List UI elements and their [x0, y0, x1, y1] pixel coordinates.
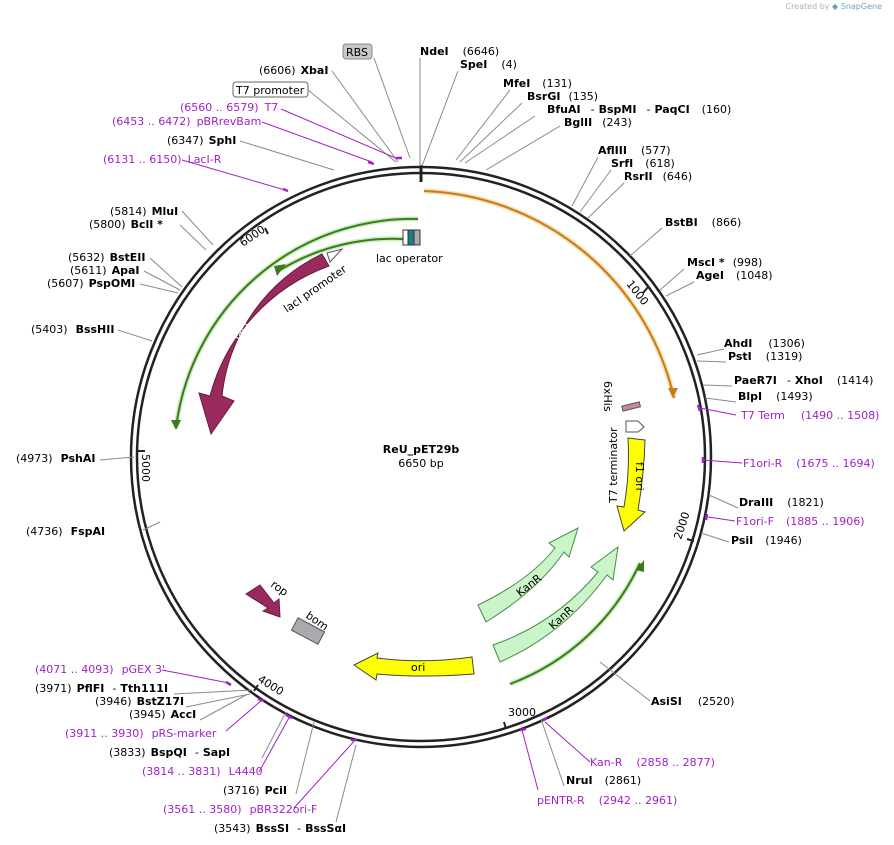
f1-ori-arrow [616, 437, 647, 532]
primer-F1ori-F: F1ori-F(1885 .. 1906) [736, 515, 865, 528]
ori-label: ori [411, 661, 425, 674]
credit-prefix: Created by [785, 2, 830, 11]
primer-marks [225, 156, 709, 742]
tick-label-6000: 6000 [237, 223, 267, 250]
primer-F1ori-R: F1ori-R(1675 .. 1694) [743, 457, 875, 470]
site-AgeI: AgeI(1048) [696, 269, 773, 282]
tick-label-5000: 5000 [139, 454, 152, 482]
site-BclI: (5800)BclI * [89, 218, 163, 231]
his6-label: 6xHis [601, 381, 614, 412]
plasmid-name: ReU_pET29b [383, 443, 460, 456]
site-SrfI: SrfI(618) [611, 157, 675, 170]
primer-pBR322ori-F: (3561 .. 3580)pBR322ori-F [163, 803, 317, 816]
tick-label-1000: 1000 [624, 278, 651, 308]
site-NruI: NruI(2861) [566, 774, 641, 787]
site-PaeR7I: PaeR7I-XhoI(1414) [734, 374, 873, 387]
site-MluI: (5814)MluI [110, 205, 178, 218]
site-BstBI: BstBI(866) [665, 216, 741, 229]
rop-label: rop [268, 578, 290, 599]
tick-marks [138, 227, 695, 730]
lac-operator-box [402, 229, 421, 246]
site-MfeI: MfeI(131) [503, 77, 572, 90]
site-BfuAI: BfuAI-BspMI-PaqCI(160) [547, 103, 731, 116]
t7-terminator-label: T7 terminator [607, 427, 620, 504]
snapgene-logo-icon: ◆ [832, 2, 839, 11]
primer-pGEX3: (4071 .. 4093)pGEX 3' [35, 663, 165, 676]
primer-pENTR-R: pENTR-R(2942 .. 2961) [537, 794, 677, 807]
site-XbaI: (6606)XbaI [259, 64, 328, 77]
bom-box [290, 617, 326, 645]
lacI-label: lacI [231, 319, 251, 342]
site-BstEII: (5632)BstEII [68, 251, 145, 264]
lacI-gene-arrow [198, 253, 330, 436]
site-BlpI: BlpI(1493) [738, 390, 813, 403]
site-PspOMI: (5607)PspOMI [47, 277, 135, 290]
site-AsiSI: AsiSI(2520) [651, 695, 734, 708]
tick-label-3000: 3000 [508, 706, 536, 719]
site-AflIII: AflIII(577) [598, 144, 671, 157]
f1-ori-label: f1 ori [633, 462, 646, 491]
primer-leader-lines [161, 108, 743, 809]
site-PflFI: (3971)PflFI-Tth111I [35, 682, 168, 695]
site-MscI: MscI *(998) [687, 256, 762, 269]
lac-operator-label: lac operator [376, 252, 443, 265]
site-PshAI: (4973)PshAI [16, 452, 95, 465]
site-AccI: (3945)AccI [129, 708, 196, 721]
site-BsrGI: BsrGI(135) [527, 90, 598, 103]
primer-LacI-R: (6131 .. 6150)LacI-R [103, 153, 222, 166]
site-BssHII: (5403)BssHII [31, 323, 114, 336]
primer-T7-Term: T7 Term(1490 .. 1508) [740, 409, 879, 422]
app-credit: Created by ◆ SnapGene [785, 2, 882, 11]
site-NdeI: NdeI(6646) [420, 45, 499, 58]
site-FspAI: (4736)FspAI [26, 525, 105, 538]
primer-T7: (6560 .. 6579)T7 [180, 101, 278, 114]
lacI-promoter-arrow [326, 248, 344, 263]
site-BssSI: (3543)BssSI-BssSαI [214, 822, 346, 835]
site-PstI: PstI(1319) [728, 350, 802, 363]
site-SphI: (6347)SphI [167, 134, 236, 147]
ori-arrow [353, 652, 475, 681]
primer-L4440: (3814 .. 3831)L4440 [142, 765, 263, 778]
leader-lines [99, 57, 739, 823]
rbs-box [342, 43, 373, 60]
site-PsiI: PsiI(1946) [731, 534, 802, 547]
primer-pRS-marker: (3911 .. 3930)pRS-marker [65, 727, 217, 740]
tick-label-2000: 2000 [671, 510, 692, 541]
site-AhdI: AhdI(1306) [724, 337, 805, 350]
site-BstZ17I: (3946)BstZ17I [95, 695, 184, 708]
t7-promoter-label: T7 promoter [235, 84, 305, 97]
site-DraIII: DraIII(1821) [739, 496, 824, 509]
kanR-arrow-1 [477, 527, 579, 623]
rbs-label: RBS [346, 46, 368, 59]
kanR-arrow-2 [492, 545, 619, 663]
site-RsrII: RsrII(646) [624, 170, 692, 183]
credit-brand: SnapGene [840, 2, 882, 11]
rop-arrow [245, 584, 281, 618]
plasmid-length: 6650 bp [398, 457, 443, 470]
site-BglII: BglII(243) [564, 116, 632, 129]
site-PciI: (3716)PciI [223, 784, 287, 797]
site-SpeI: SpeI(4) [460, 58, 517, 71]
his6-box [621, 401, 642, 412]
tick-label-4000: 4000 [255, 673, 286, 699]
t7-terminator-arrow [625, 420, 645, 433]
site-BspQI: (3833)BspQI-SapI [109, 746, 230, 759]
primer-Kan-R: Kan-R(2858 .. 2877) [590, 756, 715, 769]
site-ApaI: (5611)ApaI [70, 264, 139, 277]
t7-promoter-box [232, 81, 309, 98]
primer-pBRrevBam: (6453 .. 6472)pBRrevBam [112, 115, 261, 128]
